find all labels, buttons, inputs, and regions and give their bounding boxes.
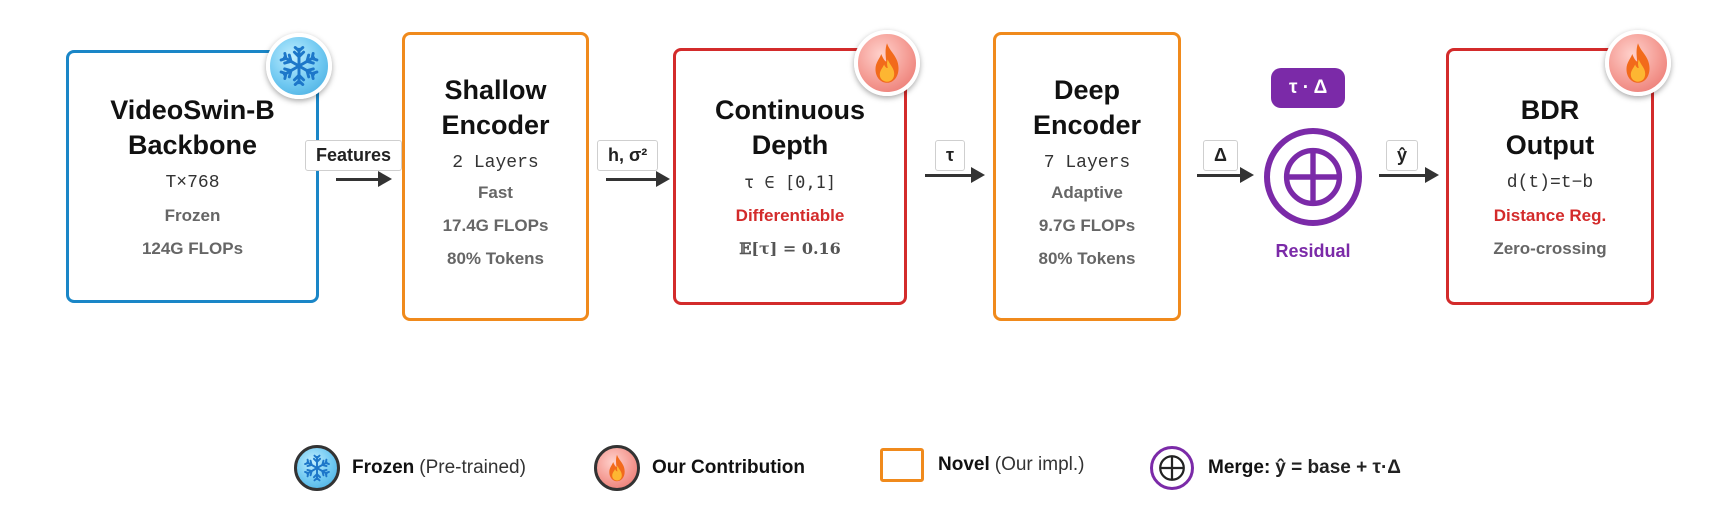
legend-flame-icon <box>594 445 640 491</box>
delta-arrow <box>1197 167 1254 183</box>
legend-novel: Novel (Our impl.) <box>880 448 1084 482</box>
legend-snowflake-icon <box>294 445 340 491</box>
shallow-encoder-title: Shallow Encoder <box>441 75 550 140</box>
legend-merge-rest: ŷ = base + τ·Δ <box>1275 457 1401 478</box>
residual-label: Residual <box>1275 241 1351 261</box>
depth-expectation: 𝔼[τ] = 0.16 <box>739 239 841 258</box>
legend-merge: Merge: ŷ = base + τ·Δ <box>1150 446 1401 490</box>
legend-novel-rest: (Our impl.) <box>994 454 1085 475</box>
backbone-flops: 124G FLOPs <box>141 239 244 258</box>
legend-novel-swatch <box>880 448 924 482</box>
backbone-title: VideoSwin-B Backbone <box>110 95 275 160</box>
depth-differentiable: Differentiable <box>735 206 845 225</box>
legend-merge-swatch <box>1150 446 1194 490</box>
tau-delta-pill: τ · Δ <box>1271 68 1346 108</box>
shallow-encoder-box: Shallow Encoder 2 Layers Fast 17.4G FLOP… <box>402 32 589 321</box>
legend-contribution-bold: Our Contribution <box>652 457 806 478</box>
deep-encoder-box: Deep Encoder 7 Layers Adaptive 9.7G FLOP… <box>993 32 1181 321</box>
bdr-output-title: BDR Output <box>1505 95 1595 160</box>
features-label: Features <box>305 140 403 171</box>
h-sigma-arrow <box>606 171 670 187</box>
deep-encoder-title: Deep Encoder <box>1032 75 1142 140</box>
legend-frozen-bold: Frozen <box>352 457 415 478</box>
deep-mode: Adaptive <box>1051 183 1123 202</box>
snowflake-icon <box>266 33 332 99</box>
flame-icon <box>854 30 920 96</box>
circled-plus-icon <box>1283 147 1343 207</box>
tau-label: τ <box>935 140 966 171</box>
depth-range: τ ∈ [0,1] <box>743 173 837 193</box>
continuous-depth-title: Continuous Depth <box>715 95 865 160</box>
tau-arrow <box>925 167 985 183</box>
legend-novel-bold: Novel <box>938 454 990 475</box>
legend-frozen: Frozen (Pre-trained) <box>294 445 526 491</box>
deep-flops: 9.7G FLOPs <box>1038 216 1136 235</box>
legend-circled-plus-icon <box>1158 454 1186 482</box>
shallow-tokens: 80% Tokens <box>446 249 544 268</box>
shallow-speed: Fast <box>478 183 513 202</box>
yhat-label: ŷ <box>1386 140 1419 171</box>
backbone-status: Frozen <box>164 206 221 225</box>
continuous-depth-box: Continuous Depth τ ∈ [0,1] Differentiabl… <box>673 48 907 305</box>
backbone-dim: T×768 <box>165 173 220 193</box>
output-formula: d(t)=t−b <box>1506 173 1594 193</box>
merge-node <box>1264 128 1362 226</box>
output-distance-reg: Distance Reg. <box>1493 206 1607 225</box>
shallow-layers: 2 Layers <box>452 153 539 173</box>
features-arrow <box>336 171 392 187</box>
deep-layers: 7 Layers <box>1043 153 1131 173</box>
legend-frozen-rest: (Pre-trained) <box>419 457 526 478</box>
shallow-flops: 17.4G FLOPs <box>442 216 549 235</box>
output-zero-crossing: Zero-crossing <box>1493 239 1607 258</box>
yhat-arrow <box>1379 167 1439 183</box>
deep-tokens: 80% Tokens <box>1038 249 1136 268</box>
backbone-box: VideoSwin-B Backbone T×768 Frozen 124G F… <box>66 50 319 303</box>
flame-icon-output <box>1605 30 1671 96</box>
h-sigma-label: h, σ² <box>597 140 659 171</box>
legend-contribution: Our Contribution <box>594 445 805 491</box>
legend-merge-bold: Merge: <box>1208 457 1271 478</box>
delta-label: Δ <box>1203 140 1238 171</box>
